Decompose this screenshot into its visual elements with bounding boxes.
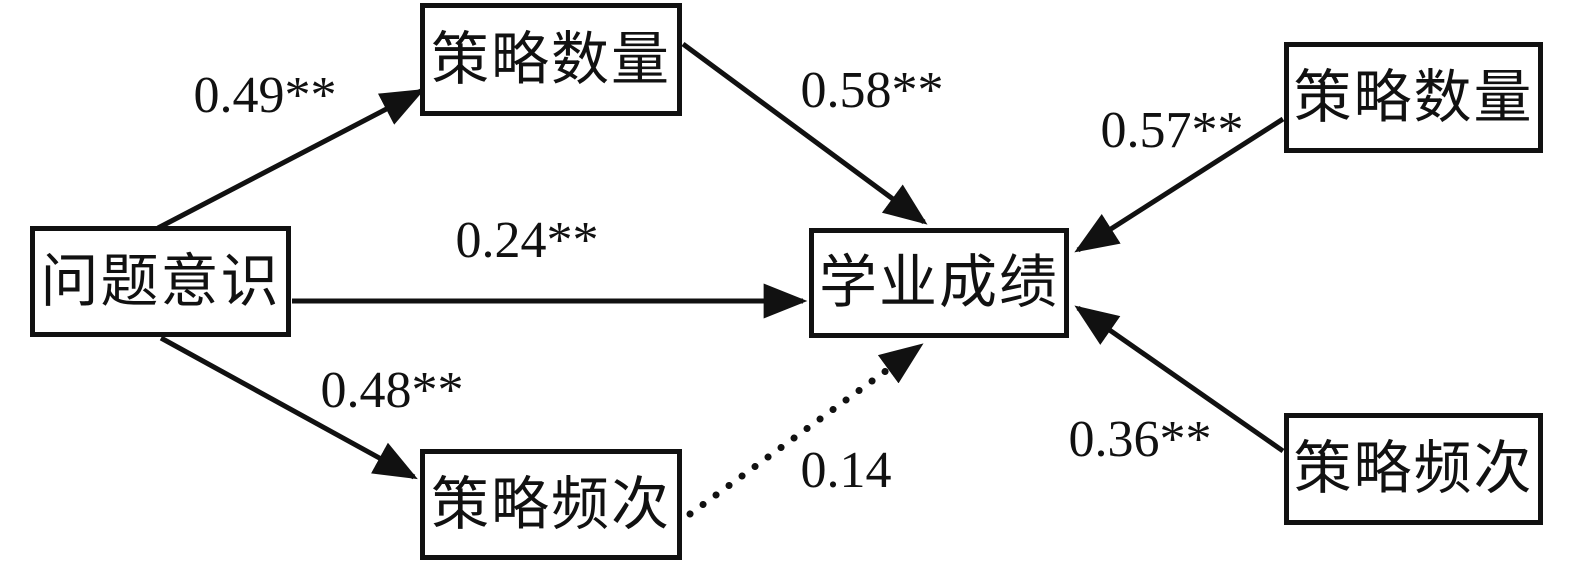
- arrow-frequency-to-achievement-dotted: [686, 342, 924, 518]
- node-strategy-frequency-right: 策略频次: [1284, 413, 1543, 525]
- arrow-right-frequency-to-achievement: [1074, 305, 1285, 454]
- node-strategy-quantity-mid: 策略数量: [420, 3, 682, 116]
- node-strategy-quantity-right-label: 策略数量: [1293, 64, 1534, 130]
- arrow-quantity-to-achievement: [681, 41, 928, 225]
- node-problem-awareness-label: 问题意识: [40, 248, 281, 314]
- node-problem-awareness: 问题意识: [30, 226, 291, 337]
- arrow-awareness-to-frequency: [159, 335, 418, 480]
- node-strategy-frequency-right-label: 策略频次: [1293, 436, 1534, 501]
- node-academic-achievement: 学业成绩: [809, 228, 1069, 338]
- coefficient-right-quantity-achievement: 0.57**: [1100, 102, 1244, 159]
- coefficient-quantity-achievement: 0.58**: [800, 62, 944, 119]
- node-strategy-frequency-mid: 策略频次: [420, 449, 682, 560]
- node-strategy-quantity-mid-label: 策略数量: [430, 26, 671, 92]
- coefficient-awareness-achievement: 0.24**: [455, 212, 599, 269]
- coefficient-frequency-achievement: 0.14: [800, 442, 892, 499]
- coefficient-awareness-quantity: 0.49**: [193, 67, 337, 124]
- node-academic-achievement-label: 学业成绩: [818, 250, 1059, 315]
- node-strategy-frequency-mid-label: 策略频次: [430, 471, 671, 537]
- arrow-awareness-to-quantity: [156, 88, 425, 231]
- coefficient-awareness-frequency: 0.48**: [320, 362, 464, 419]
- node-strategy-quantity-right: 策略数量: [1284, 42, 1543, 153]
- coefficient-right-frequency-achievement: 0.36**: [1068, 411, 1212, 468]
- arrow-right-quantity-to-achievement: [1074, 116, 1285, 253]
